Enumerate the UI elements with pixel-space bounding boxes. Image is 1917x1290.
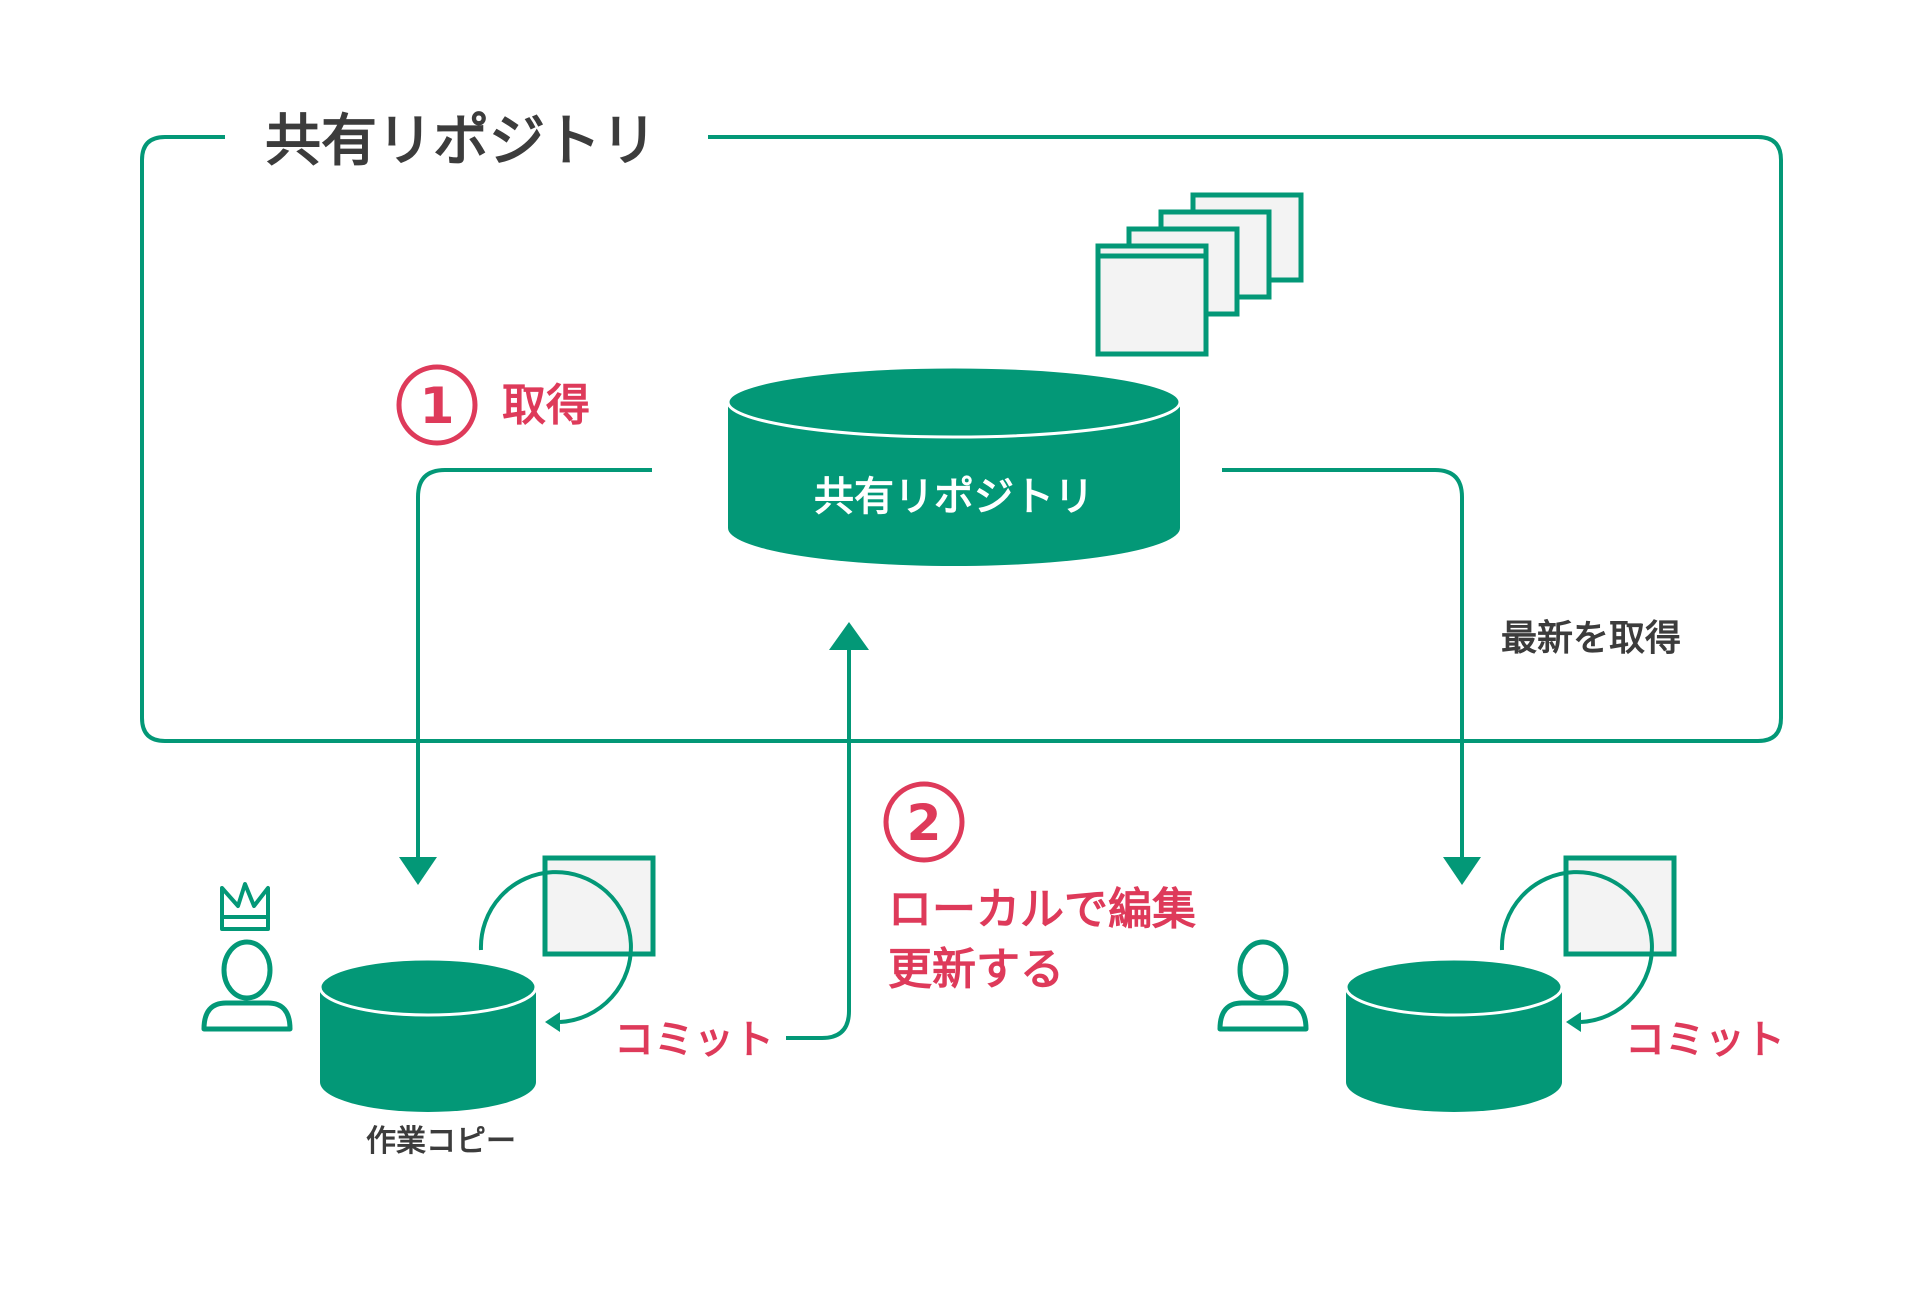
frame-title: 共有リポジトリ xyxy=(265,109,657,174)
left-document-icon xyxy=(542,855,656,957)
left-user xyxy=(201,882,293,1032)
document-icon xyxy=(1095,253,1209,357)
left-working-copy-db xyxy=(318,957,538,1112)
arrow-head-down-right xyxy=(1443,857,1481,885)
central-db-label: 共有リポジトリ xyxy=(814,474,1094,520)
step2-label-line1: ローカルで編集 xyxy=(888,884,1196,935)
commit-arrow-up xyxy=(786,650,851,1040)
fetch-latest-label: 最新を取得 xyxy=(1501,618,1681,659)
step1-marker: 1 xyxy=(396,364,478,446)
shared-repository-frame xyxy=(140,135,1783,743)
left-commit-cycle-arrow xyxy=(478,870,633,1024)
arrow-head-up xyxy=(829,622,869,650)
working-copy-caption: 作業コピー xyxy=(366,1124,516,1159)
crown-icon xyxy=(220,882,270,931)
step1-number: 1 xyxy=(420,377,455,435)
step1-label: 取得 xyxy=(502,380,590,431)
right-commit-cycle-arrow xyxy=(1499,870,1654,1024)
fetch-arrow-right xyxy=(1222,468,1464,857)
right-working-copy-db xyxy=(1344,957,1564,1112)
right-commit-label: コミット xyxy=(1625,1017,1785,1063)
right-user xyxy=(1217,939,1309,1032)
shared-repository-db: 共有リポジトリ xyxy=(726,365,1182,566)
fetch-arrow-left xyxy=(416,468,652,857)
step2-number: 2 xyxy=(907,794,942,852)
left-commit-label: コミット xyxy=(614,1017,774,1063)
document-stack xyxy=(1095,192,1304,357)
arrow-head-down-left xyxy=(399,857,437,885)
user-icon xyxy=(201,939,293,1032)
step2-marker: 2 xyxy=(883,781,965,863)
step2-label-line2: 更新する xyxy=(888,944,1064,995)
left-commit-arrow-head xyxy=(545,1012,560,1032)
user-icon xyxy=(1217,939,1309,1032)
right-commit-arrow-head xyxy=(1566,1012,1581,1032)
